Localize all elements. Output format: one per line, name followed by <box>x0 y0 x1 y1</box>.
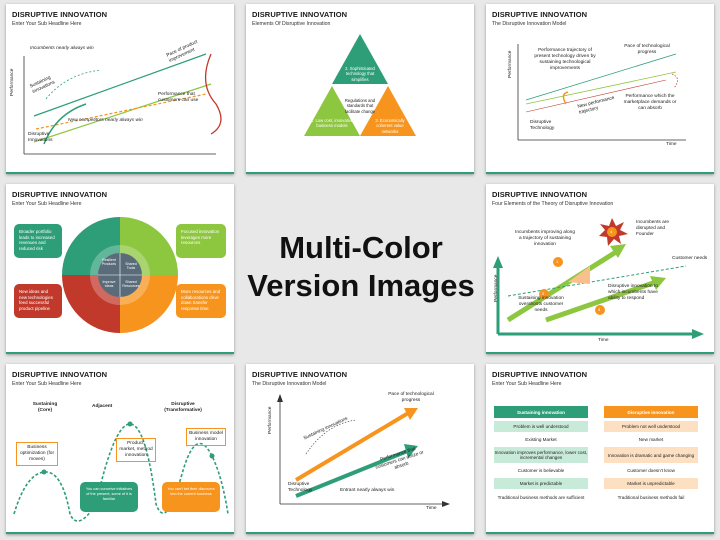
slide-title: DISRUPTIVE INNOVATION <box>492 370 588 379</box>
core-label-3: Improve Ideas <box>102 280 116 289</box>
innovation-wave-diagram <box>13 421 229 522</box>
y-axis-label: Performance <box>494 274 499 302</box>
label-incumbents-improving: Incumbents improving along a trajectory … <box>515 230 575 247</box>
label-customer-needs: Customer needs <box>672 256 708 261</box>
label-pace: Pace of technological progress <box>388 392 434 403</box>
step-number-2: 2 <box>542 291 545 296</box>
header-adjacent: Adjacent <box>92 404 113 409</box>
disruptive-model-chart <box>517 44 686 141</box>
callout-business-model: Business model innovation <box>186 428 226 446</box>
slide-subtitle: Enter Your Sub Headline Here <box>492 381 562 387</box>
triangle-right-text: 3. Economically coherent value networks <box>375 118 405 134</box>
label-overshoots: Sustaining innovation overshoots custome… <box>518 296 564 313</box>
sustaining-row-4: Customer is believable <box>494 465 588 476</box>
disruptive-row-1: Problem not well understood <box>604 421 698 432</box>
slide-thumbnail-6[interactable]: DISRUPTIVE INNOVATION Enter Your Sub Hea… <box>6 364 234 534</box>
multi-color-heading: Multi-Color Version Images <box>247 229 475 305</box>
slide-title: DISRUPTIVE INNOVATION <box>12 190 108 199</box>
slide-subtitle: Elements Of Disruptive Innovation <box>252 21 331 27</box>
slide-subtitle: Enter Your Sub Headline Here <box>12 201 82 207</box>
triangle-diagram <box>304 34 416 136</box>
callout-product-innovation: Product, market, method innovation <box>116 438 156 462</box>
step-number-1: 1 <box>556 259 559 264</box>
label-new-competitors: New competitors nearly always win <box>68 118 143 123</box>
label-disruptive-tech: Disruptive Technology <box>288 482 313 493</box>
slide-thumbnail-7[interactable]: DISRUPTIVE INNOVATION The Disruptive Inn… <box>246 364 474 534</box>
slide-subtitle: Enter Your Sub Headline Here <box>12 21 82 27</box>
slide-title: DISRUPTIVE INNOVATION <box>252 370 348 379</box>
step-number-3: 3 <box>598 307 601 312</box>
table-header-disruptive: Disruptive innovation <box>604 406 698 418</box>
core-label-1: Resilient Products <box>101 258 117 267</box>
x-axis-label: Time <box>598 338 609 343</box>
slide-thumbnail-8[interactable]: DISRUPTIVE INNOVATION Enter Your Sub Hea… <box>486 364 714 534</box>
label-incumbents-win: Incumbents nearly always win <box>30 46 94 51</box>
triangle-top-text: 2. Sophisticated technology that simplif… <box>345 66 375 82</box>
slide-subtitle: The Disruptive Innovation Model <box>252 381 327 387</box>
sustaining-disruptive-chart <box>23 53 222 155</box>
slide-thumbnail-3[interactable]: DISRUPTIVE INNOVATION The Disruptive Inn… <box>486 4 714 174</box>
slide-thumbnail-4[interactable]: DISRUPTIVE INNOVATION Enter Your Sub Hea… <box>6 184 234 354</box>
triangle-left-text: 1. Low cost, innovative business models <box>310 118 354 129</box>
triangle-middle-text: Regulations and standards that facilitat… <box>344 98 376 114</box>
slide-subtitle: The Disruptive Innovation Model <box>492 21 567 27</box>
sustaining-row-6: Traditional business methods are suffici… <box>494 491 588 504</box>
sustaining-row-1: Problem is well understood <box>494 421 588 432</box>
label-market-demand: Performance which the marketplace demand… <box>623 94 677 111</box>
x-axis-label: Time <box>666 142 677 147</box>
slide-thumbnail-1[interactable]: DISRUPTIVE INNOVATION Enter Your Sub Hea… <box>6 4 234 174</box>
label-incumbents-disrupted: Incumbents are disrupted and Founder <box>636 220 670 237</box>
header-sustaining: Sustaining (Core) <box>32 402 58 413</box>
disruptive-row-2: New market <box>604 434 698 445</box>
label-disruptive-tech: Disruptive Technology <box>530 120 555 131</box>
four-elements-chart <box>493 218 704 339</box>
y-axis-label: Performance <box>508 50 513 78</box>
disruptive-row-6: Traditional business methods fail <box>604 491 698 504</box>
core-label-4: Shared Resources <box>122 280 140 289</box>
slide-thumbnail-2[interactable]: DISRUPTIVE INNOVATION Elements Of Disrup… <box>246 4 474 174</box>
disruptive-model-chart-2 <box>277 394 450 507</box>
y-axis-label: Performance <box>268 406 273 434</box>
slide-title: DISRUPTIVE INNOVATION <box>492 190 588 199</box>
info-box-orange: More resources and collaborations drive … <box>176 284 226 318</box>
sustaining-row-3: Innovation improves performance, lower c… <box>494 447 588 463</box>
label-customer-performance: Performance that customers can use <box>158 92 199 103</box>
disruptive-row-5: Market is unpredictable <box>604 478 698 489</box>
label-entrant-win: Entrant nearly always win <box>340 488 395 493</box>
slide-title: DISRUPTIVE INNOVATION <box>492 10 588 19</box>
label-pace: Pace of technological progress <box>624 44 670 55</box>
slide-thumbnail-5[interactable]: DISRUPTIVE INNOVATION Four Elements of t… <box>486 184 714 354</box>
slide-title: DISRUPTIVE INNOVATION <box>12 10 108 19</box>
header-disruptive: Disruptive (Transformative) <box>164 402 202 413</box>
sustaining-row-5: Market is predictable <box>494 478 588 489</box>
callout-optimization: Business optimization (for moves) <box>16 442 58 466</box>
table-header-sustaining: Sustaining innovation <box>494 406 588 418</box>
label-present-trajectory: Performance trajectory of present techno… <box>534 48 596 71</box>
disruptive-row-3: Innovation is dramatic and game changing <box>604 447 698 463</box>
label-disruptive: Disruptive Innovations <box>28 132 53 143</box>
heading-line-1: Multi-Color <box>279 230 443 265</box>
slide-subtitle: Four Elements of the Theory of Disruptiv… <box>492 201 614 207</box>
info-box-red: New ideas and new technologies feed succ… <box>14 284 62 318</box>
info-box-lightgreen: Focused innovation leverages more resour… <box>176 224 226 258</box>
core-label-2: Shared Tools <box>125 262 137 271</box>
circle-diagram <box>62 217 178 333</box>
green-note: You can conceive initiatives of the pres… <box>80 482 138 512</box>
label-disruptive-respond: Disruptive innovation to which incumbent… <box>608 284 658 301</box>
sustaining-row-2: Existing Market <box>494 434 588 445</box>
orange-note: You can't bet their discovers into the c… <box>162 482 220 512</box>
info-box-green: Broader portfolio leads to increased rev… <box>14 224 62 258</box>
slide-subtitle: Enter Your Sub Headline Here <box>12 381 82 387</box>
y-axis-label: Performance <box>10 68 15 96</box>
x-axis-label: Time <box>426 506 437 511</box>
disruptive-row-4: Customer doesn't know <box>604 465 698 476</box>
heading-line-2: Version Images <box>247 267 475 303</box>
slide-title: DISRUPTIVE INNOVATION <box>12 370 108 379</box>
step-number-4: 4 <box>610 229 613 234</box>
slide-title: DISRUPTIVE INNOVATION <box>252 10 348 19</box>
